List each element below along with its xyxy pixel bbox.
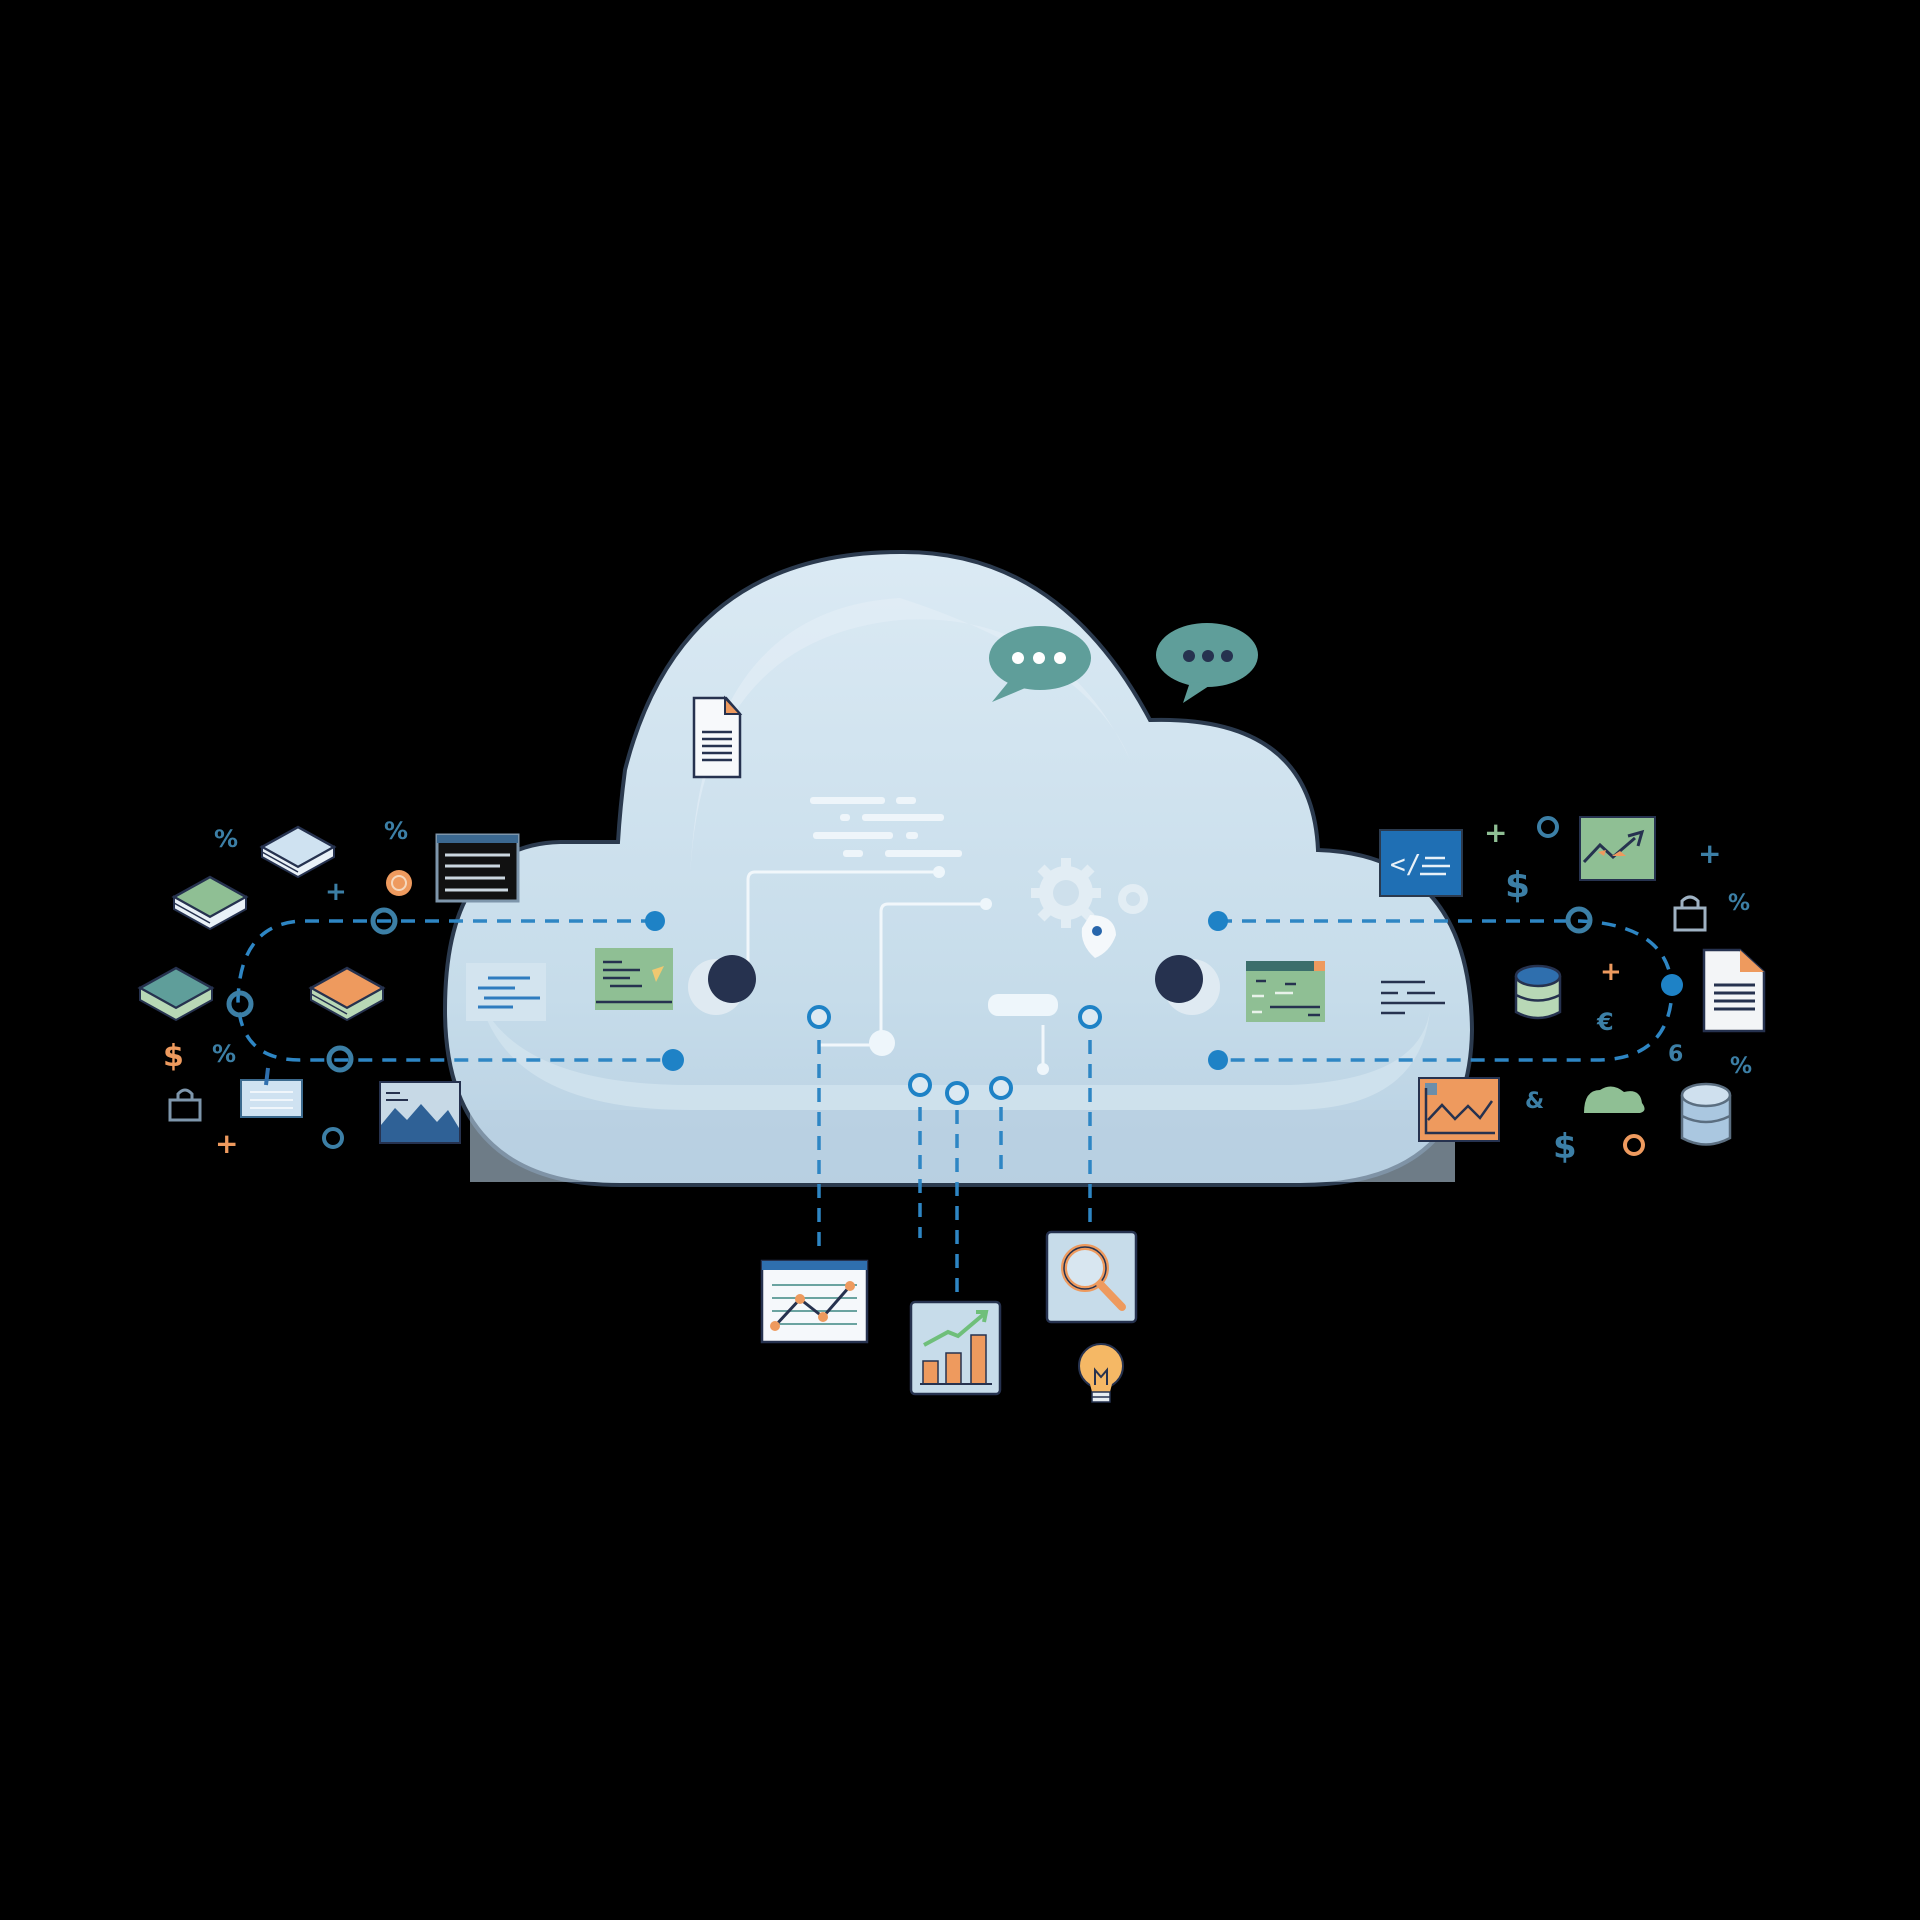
svg-text:</: </ bbox=[1390, 850, 1421, 880]
stack-icon-orange bbox=[308, 966, 386, 1022]
svg-text:%: % bbox=[1730, 1054, 1752, 1079]
svg-text:%: % bbox=[212, 1040, 236, 1068]
cloud-icon-green bbox=[1584, 1086, 1645, 1113]
gears-icon bbox=[1031, 858, 1148, 958]
chat-bubble-outer-icon bbox=[1156, 623, 1258, 703]
circuit-traces bbox=[746, 870, 1045, 1068]
database-icon-green bbox=[1514, 964, 1562, 1020]
stack-icon-blue bbox=[259, 825, 337, 879]
stack-icon-green bbox=[171, 875, 249, 931]
left-symbols: % % + $ % + bbox=[163, 817, 408, 1160]
lock-icon-left bbox=[168, 1088, 202, 1122]
right-node bbox=[1155, 955, 1220, 1015]
connector-dots bbox=[645, 911, 1683, 1071]
magnifier-search-icon bbox=[1045, 1230, 1138, 1324]
stack-icon-teal bbox=[137, 966, 215, 1022]
code-snippet-panel-left bbox=[466, 963, 546, 1021]
terminal-window-icon bbox=[435, 833, 520, 903]
svg-text:+: + bbox=[215, 1127, 238, 1160]
text-lines-panel-right bbox=[1381, 980, 1445, 1015]
orange-line-chart-icon bbox=[1418, 1077, 1500, 1142]
database-icon-blue bbox=[1680, 1082, 1732, 1146]
svg-text:6: 6 bbox=[1668, 1042, 1683, 1067]
ring-icon-right-top bbox=[1537, 816, 1559, 838]
svg-text:+: + bbox=[1484, 816, 1507, 849]
right-symbols: + $ + % + € 6 % & $ bbox=[1484, 816, 1752, 1167]
note-card-icon bbox=[240, 1067, 303, 1118]
line-chart-window-icon bbox=[760, 1259, 869, 1344]
ring-icon-left bbox=[322, 1127, 344, 1149]
connector-rings-outside bbox=[226, 906, 1593, 1073]
lightbulb-idea-icon bbox=[1078, 1343, 1124, 1403]
left-node bbox=[688, 955, 756, 1015]
svg-text:$: $ bbox=[1553, 1127, 1577, 1167]
svg-text:+: + bbox=[1600, 957, 1622, 987]
svg-text:$: $ bbox=[1505, 865, 1530, 906]
svg-text:%: % bbox=[214, 825, 238, 853]
chat-bubble-inner-icon bbox=[989, 626, 1091, 702]
cloud-text-lines bbox=[810, 797, 962, 857]
svg-text:+: + bbox=[1698, 837, 1721, 870]
svg-text:€: € bbox=[1596, 1008, 1614, 1036]
mountain-chart-icon bbox=[379, 1081, 461, 1144]
svg-text:&: & bbox=[1525, 1089, 1544, 1114]
connector-rings bbox=[807, 1005, 1102, 1105]
lock-icon-right bbox=[1673, 895, 1707, 932]
svg-text:%: % bbox=[384, 817, 408, 845]
trend-chart-icon bbox=[1579, 816, 1656, 881]
green-dashboard-panel-left bbox=[595, 948, 673, 1010]
svg-text:%: % bbox=[1728, 891, 1750, 916]
code-window-icon: </ bbox=[1379, 829, 1463, 897]
document-icon-right bbox=[1702, 948, 1766, 1033]
coin-icon bbox=[386, 870, 412, 896]
circuit-endpoints bbox=[869, 866, 1058, 1075]
svg-text:+: + bbox=[325, 877, 347, 907]
green-dashboard-panel-right bbox=[1246, 961, 1325, 1022]
document-icon bbox=[692, 695, 743, 779]
bar-chart-growth-icon bbox=[909, 1300, 1002, 1396]
ring-icon-right-bottom bbox=[1623, 1134, 1645, 1156]
svg-text:$: $ bbox=[163, 1039, 184, 1074]
